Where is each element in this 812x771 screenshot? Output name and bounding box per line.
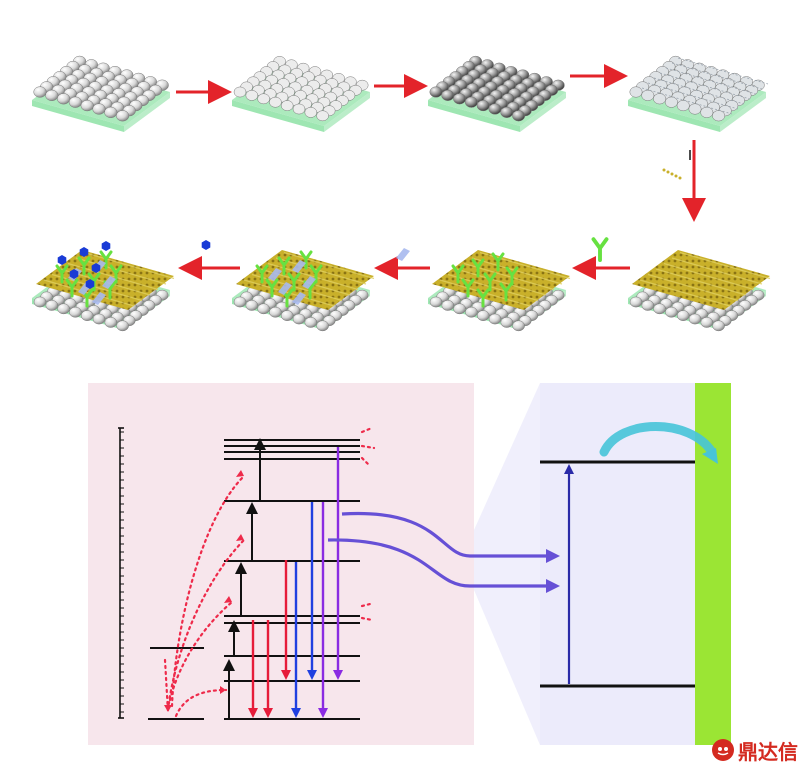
step-7-blocked bbox=[232, 250, 375, 332]
step-8-antigen-captured bbox=[32, 241, 175, 332]
watermark: 鼎达信 bbox=[712, 737, 798, 764]
energy-level-diagram bbox=[88, 383, 474, 745]
step-5-gold-coated bbox=[628, 250, 771, 332]
energy-panel-background bbox=[88, 383, 474, 745]
step-4-coated-film bbox=[628, 55, 769, 132]
emission-arrowheads bbox=[248, 670, 343, 718]
transfer-arrowheads bbox=[164, 470, 244, 712]
zoom-wedge bbox=[474, 383, 540, 745]
step-1-opal-template bbox=[32, 55, 170, 132]
step-3-inverse-opal bbox=[428, 55, 566, 132]
emission-arrows bbox=[251, 447, 340, 714]
band-excitation-head bbox=[564, 464, 574, 474]
step-arrows bbox=[176, 64, 706, 280]
photon-transfer-heads bbox=[546, 549, 560, 593]
fabrication-steps bbox=[32, 55, 771, 332]
reagent-icons bbox=[201, 150, 691, 262]
photon-transfer-arrows bbox=[327, 511, 548, 588]
electron-transfer-head bbox=[702, 448, 718, 464]
electron-transfer-arrow bbox=[599, 422, 717, 457]
excitation-arrows bbox=[223, 438, 266, 718]
step-2-infiltration bbox=[232, 56, 370, 132]
step-6-antibody-immobilized bbox=[428, 250, 571, 332]
watermark-logo-icon bbox=[712, 739, 734, 761]
energy-axis bbox=[118, 427, 124, 719]
watermark-text: 鼎达信 bbox=[738, 739, 798, 764]
electrode-band-diagram bbox=[540, 383, 731, 745]
